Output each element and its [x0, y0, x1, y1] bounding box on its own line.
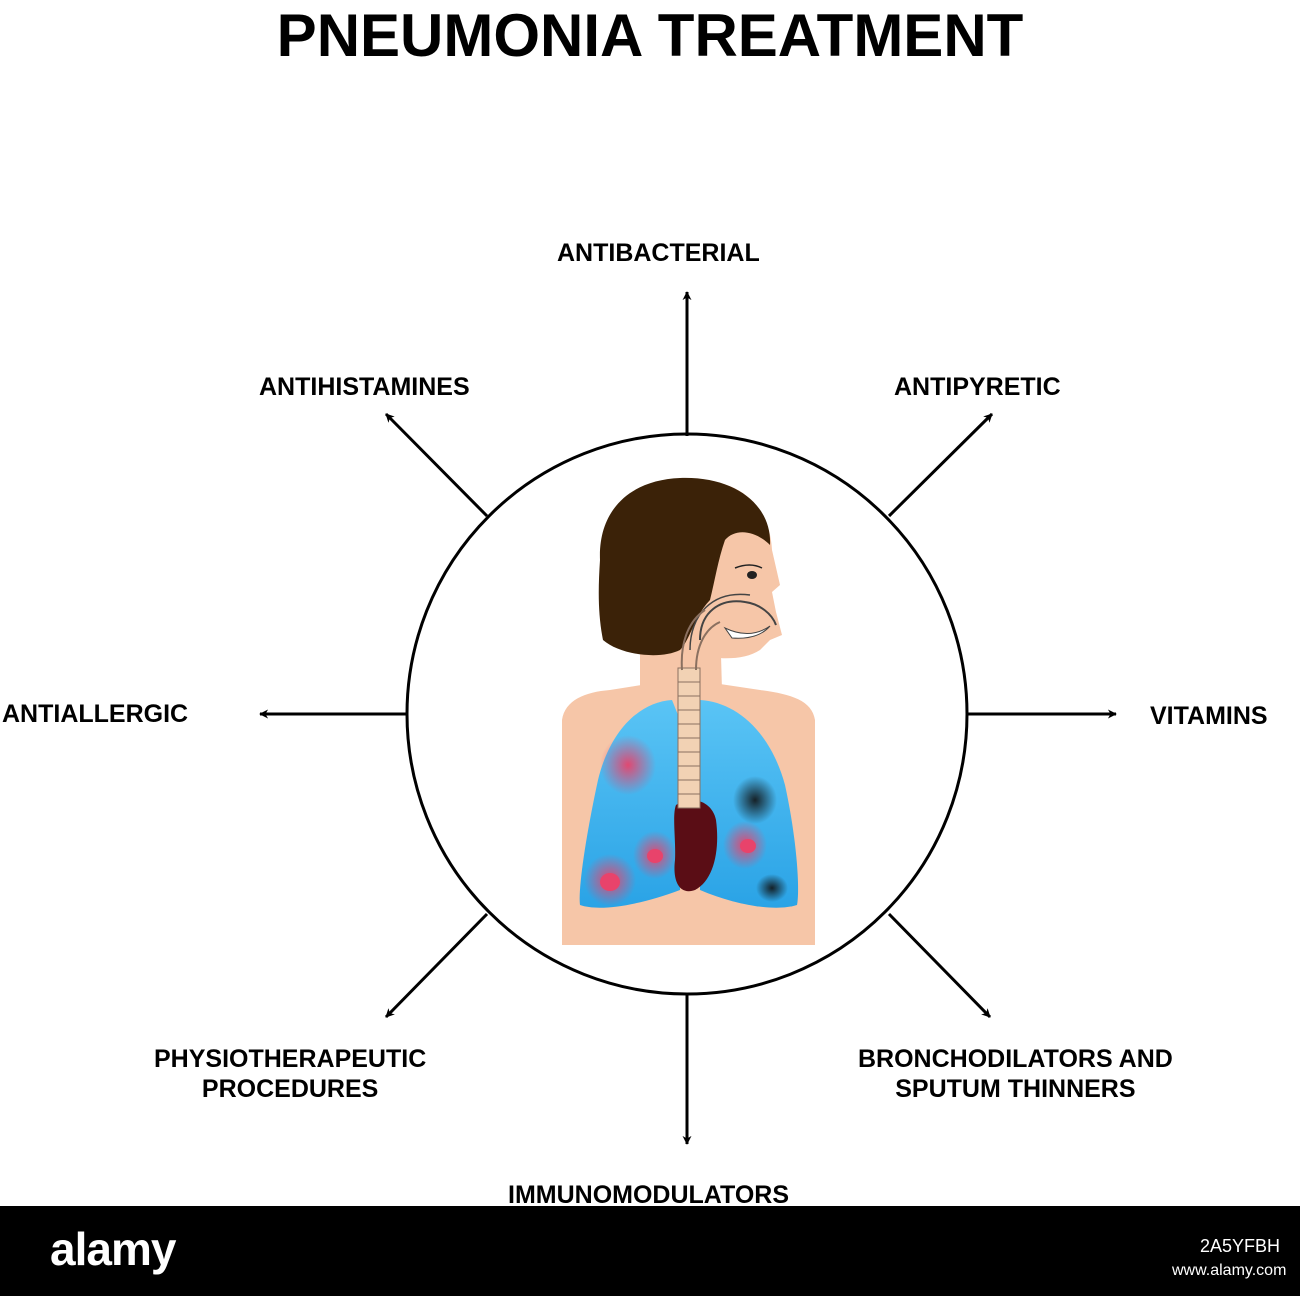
pharynx: [680, 609, 706, 671]
mouth: [723, 625, 771, 639]
label-antiallergic: ANTIALLERGIC: [2, 700, 189, 728]
eye: [747, 571, 757, 579]
arrow-antihistamines: [384, 412, 489, 518]
inflammation-core: [600, 873, 620, 891]
arrow-antipyretic: [887, 412, 994, 518]
label-antihistamines: ANTIHISTAMINES: [259, 373, 470, 401]
label-bronchodilators: BRONCHODILATORS AND SPUTUM THINNERS: [858, 1045, 1173, 1103]
inflammation-core: [740, 839, 756, 853]
heart: [674, 800, 718, 892]
brand-logo: alamy: [50, 1223, 176, 1275]
arrow-bronchodilators: [887, 912, 992, 1019]
page-title: PNEUMONIA TREATMENT: [276, 2, 1024, 69]
image-id: 2A5YFBH: [1200, 1236, 1281, 1256]
label-immunomodulators: IMMUNOMODULATORS: [508, 1181, 789, 1209]
watermark-footer: [0, 1206, 1300, 1296]
arrow-physiotherapeutic: [384, 912, 489, 1019]
arrows-group: [259, 291, 1117, 1145]
inflammation-spot: [600, 735, 656, 795]
label-physiotherapeutic: PHYSIOTHERAPEUTIC PROCEDURES: [154, 1045, 427, 1103]
dark-lesion: [733, 776, 777, 824]
human-illustration: [562, 477, 815, 945]
trachea-rings: [678, 681, 700, 795]
inflammation-core: [647, 849, 663, 863]
dark-lesion: [756, 874, 788, 902]
eyebrow: [734, 564, 763, 569]
site-url: www.alamy.com: [1172, 1262, 1287, 1279]
nasal-airway-upper: [689, 593, 751, 651]
label-vitamins: VITAMINS: [1150, 702, 1268, 730]
nasal-airway: [699, 600, 777, 641]
pharynx: [695, 621, 721, 671]
hair: [598, 477, 771, 656]
label-antibacterial: ANTIBACTERIAL: [557, 239, 760, 267]
label-antipyretic: ANTIPYRETIC: [894, 373, 1061, 401]
